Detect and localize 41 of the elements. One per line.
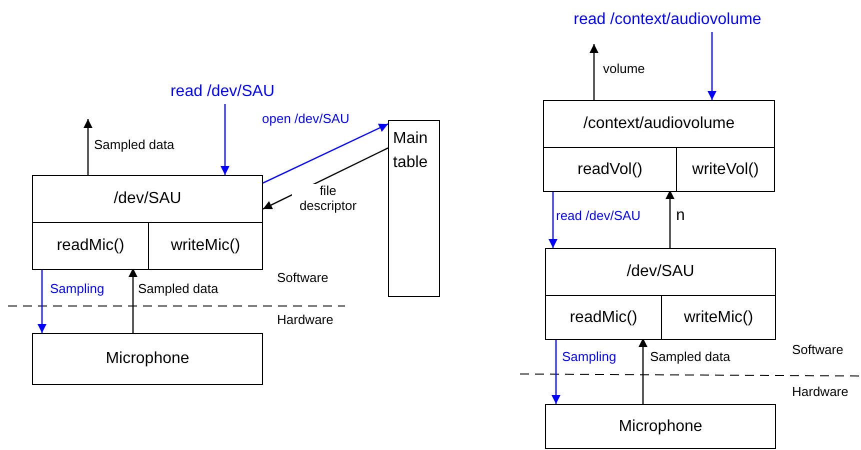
method-cell: writeVol() xyxy=(676,147,774,191)
method-cell: writeMic() xyxy=(661,295,775,339)
box-label: /dev/SAU xyxy=(626,262,696,282)
node-label: read /dev/SAU xyxy=(169,82,276,102)
box-label: Microphone xyxy=(618,417,704,437)
node-label: read /context/audiovolume xyxy=(572,10,762,30)
layer-label: Hardware xyxy=(792,384,848,399)
table-box xyxy=(388,120,440,297)
device-box xyxy=(32,175,263,270)
arrow xyxy=(708,32,716,100)
process-box xyxy=(545,404,776,449)
arrow xyxy=(590,44,598,100)
edge-label: Sampling xyxy=(50,282,104,297)
edge-label: open /dev/SAU xyxy=(262,112,350,127)
arrow xyxy=(548,190,558,248)
process-box xyxy=(32,333,263,385)
edge-label: Sampling xyxy=(562,350,616,365)
edge-label: Sampled data xyxy=(650,350,730,365)
method-cell: writeMic() xyxy=(148,222,262,269)
box-label: /context/audiovolume xyxy=(582,114,736,134)
layer-label: Hardware xyxy=(277,312,334,327)
layer-label: Software xyxy=(792,342,844,357)
layer-label: Software xyxy=(277,270,328,285)
method-cell: readMic() xyxy=(33,222,148,269)
arrow xyxy=(262,123,388,184)
arrow xyxy=(638,338,648,404)
arrow xyxy=(666,190,674,248)
box-label: /dev/SAU xyxy=(112,189,182,209)
arrow xyxy=(128,268,138,333)
edge-label: Sampled data xyxy=(94,138,174,153)
method-cell: readMic() xyxy=(546,295,661,339)
method-cell: readVol() xyxy=(544,147,676,191)
arrow xyxy=(38,268,46,333)
edge-label: Sampled data xyxy=(138,282,218,297)
arrow xyxy=(552,338,560,404)
box-label: Main table xyxy=(392,129,429,173)
device-box xyxy=(543,100,775,192)
arrow xyxy=(84,119,92,175)
box-label: Microphone xyxy=(104,349,190,369)
arrow xyxy=(220,104,230,175)
device-box xyxy=(545,248,776,340)
